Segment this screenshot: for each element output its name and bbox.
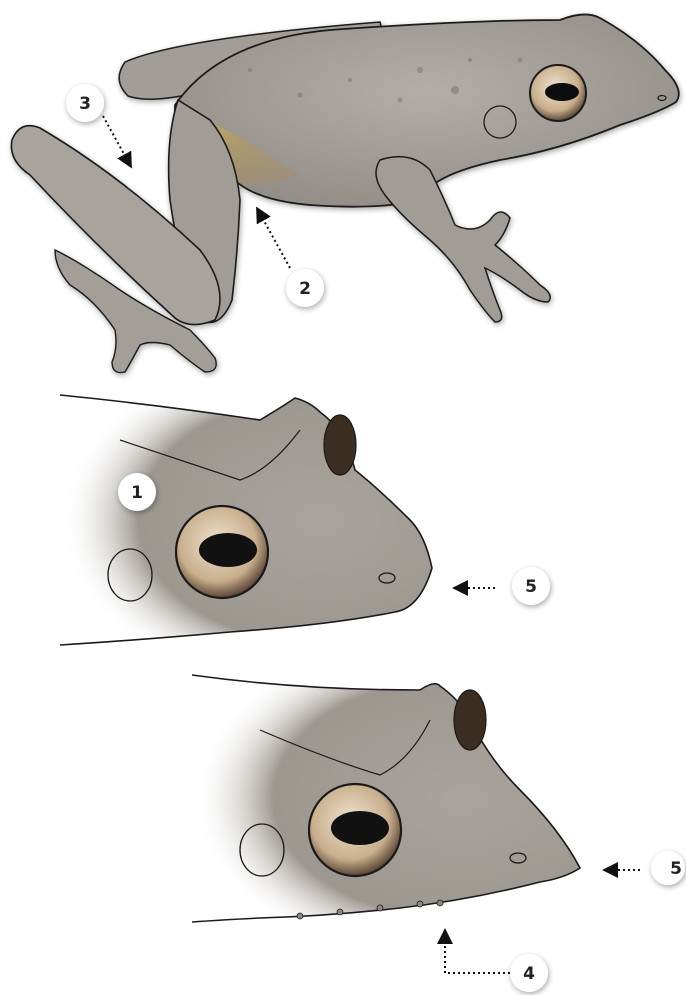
panel-head-detail-b [192,675,580,922]
forelimb [376,157,550,322]
svg-text:4: 4 [523,964,535,984]
callout-5a: 5 [456,567,550,605]
svg-text:5: 5 [525,577,537,597]
head-a-pupil [199,533,257,567]
body-pupil [545,83,579,101]
panel-lateral-body [11,14,678,372]
callout-5b: 5 [606,851,685,885]
svg-text:1: 1 [131,483,143,503]
head-b-far-eye [454,690,486,750]
head-b-pupil [331,811,389,845]
svg-text:3: 3 [79,94,91,114]
callout-1: 1 [118,473,156,511]
head-a-far-eye [324,415,356,475]
callout-2: 2 [258,210,324,307]
svg-text:5: 5 [670,859,682,879]
callout-4: 4 [445,932,548,992]
panel-head-detail-a [60,395,432,645]
svg-text:2: 2 [299,279,311,299]
